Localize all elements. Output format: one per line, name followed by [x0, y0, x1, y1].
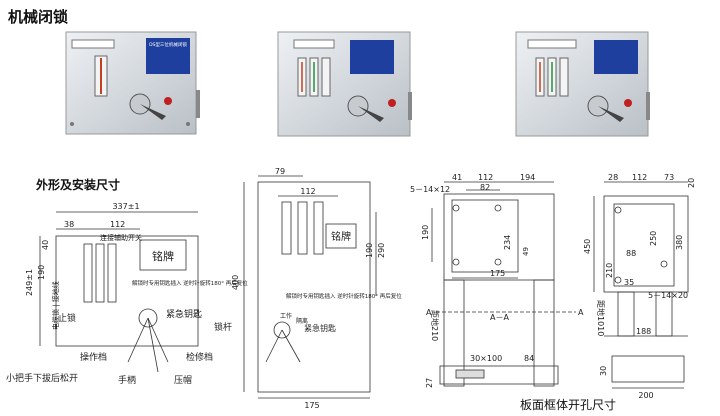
aux-switch-label: 连接辅助开关 [100, 233, 142, 242]
cutout-dim-27: 27 [425, 378, 434, 388]
emergency-key-label: 紧急钥匙 [166, 308, 202, 320]
lock-photo-1: DS型三位机械闭锁 [65, 31, 200, 135]
right-holes: 5－14×20 [648, 291, 688, 300]
dim-overall-width: 337±1 [112, 202, 139, 211]
side-a-left: A [426, 308, 432, 317]
right-dim-20: 20 [687, 178, 696, 188]
dim-40: 40 [41, 240, 50, 250]
press-cap-label: 压帽 [174, 374, 192, 386]
front-view-drawing: 337±1 38 112 铭牌 连接辅助开关 解锁时专用钥匙插入 逆时针旋转18… [25, 202, 248, 373]
right-floor-note: 距地1010 [596, 300, 606, 336]
photo-plate-text: DS型三位机械闭锁 [149, 41, 187, 48]
section-title: 外形及安装尺寸 [36, 178, 121, 192]
dim-38: 38 [64, 220, 74, 229]
panel-dim-79: 79 [275, 167, 285, 176]
dim-190: 190 [37, 265, 46, 280]
cutout-dim-30: 30 [599, 366, 608, 376]
side-dim-234: 234 [503, 235, 512, 250]
front-nameplate: 铭牌 [152, 249, 174, 263]
handle-label: 手柄 [118, 374, 136, 386]
side-dim-175: 175 [490, 269, 505, 278]
page-title: 机械闭锁 [8, 8, 69, 26]
right-dim-28: 28 [608, 173, 618, 182]
panel-emergency-key: 紧急钥匙 [304, 323, 336, 333]
side-dim-190: 190 [421, 225, 430, 240]
front-unlock-text: 解锁时专用钥匙插入 逆时针旋转180° 再后复位 [132, 279, 248, 287]
side-dim-82: 82 [480, 183, 490, 192]
right-dim-112: 112 [632, 173, 647, 182]
small-handle-label: 小把手下拔后松开 [6, 372, 78, 384]
right-dim-88: 88 [626, 249, 636, 258]
panel-work: 工作 [280, 312, 292, 320]
right-dim-380: 380 [675, 235, 684, 250]
panel-nameplate: 铭牌 [331, 230, 351, 243]
panel-dim-290: 290 [377, 243, 386, 258]
stop-lock-label: 止锁 [58, 312, 76, 324]
panel-dim-190: 190 [365, 243, 374, 258]
right-dim-250: 250 [649, 231, 658, 246]
side-view-drawing: 5－14×12 41 112 194 82 190 234 49 175 距地2… [410, 173, 584, 387]
dim-249: 249±1 [25, 269, 34, 296]
lock-photo-2 [277, 31, 412, 137]
right-view-drawing: 28 112 73 20 450 250 380 88 35 210 距地101… [583, 173, 696, 337]
side-dim-112: 112 [478, 173, 493, 182]
right-dim-73: 73 [664, 173, 674, 182]
op-hole-label: 操作档 [80, 351, 107, 363]
panel-iso: 隔离 [296, 317, 308, 325]
dim-112: 112 [110, 220, 125, 229]
inspection-label: 检修档 [186, 351, 213, 363]
panel-view-drawing: 79 112 铭牌 解锁时专用钥匙插入 逆时针旋转180° 再后复位 工作 隔离… [231, 167, 402, 410]
panel-dim-175: 175 [304, 401, 319, 410]
side-dim-194: 194 [520, 173, 535, 182]
right-dim-210: 210 [605, 263, 614, 278]
right-dim-35: 35 [624, 278, 634, 287]
right-dim-450: 450 [583, 239, 592, 254]
cutout-drawing: 30×100 84 27 30 200 [425, 354, 685, 400]
lock-photo-3 [515, 31, 650, 137]
side-dim-41: 41 [452, 173, 462, 182]
cutout-caption: 板面框体开孔尺寸 [520, 398, 617, 412]
lock-bar-label: 锁杆 [214, 321, 232, 333]
right-dim-188: 188 [636, 327, 651, 336]
cutout-dim-84: 84 [524, 354, 534, 363]
side-dim-49: 49 [522, 247, 530, 256]
panel-dim-400: 400 [231, 275, 240, 290]
cutout-dim-200: 200 [638, 391, 653, 400]
side-section-label: A－A [490, 313, 509, 322]
side-holes: 5－14×12 [410, 185, 450, 194]
side-dim-210: 距地210 [430, 310, 440, 341]
side-a-right: A [578, 308, 584, 317]
panel-unlock-text: 解锁时专用钥匙插入 逆时针旋转180° 再后复位 [286, 292, 402, 300]
vertical-note: 电缆锁 | 接地线 [51, 281, 60, 330]
cutout-slot: 30×100 [470, 354, 502, 363]
panel-dim-112: 112 [300, 187, 315, 196]
